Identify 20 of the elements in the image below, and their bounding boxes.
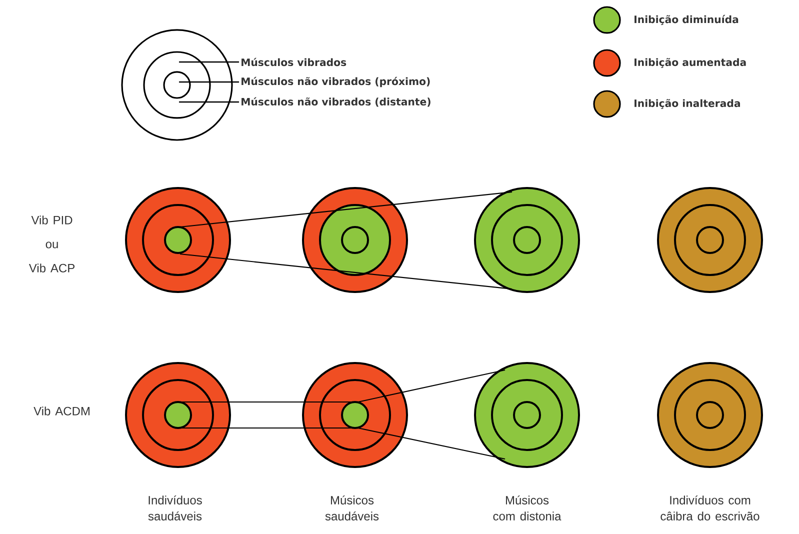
key-label: Músculos não vibrados (próximo) — [242, 76, 430, 88]
row-label: Vib ACDM — [34, 406, 90, 416]
key-ring — [121, 29, 233, 141]
key-ring — [163, 71, 191, 99]
row-label: Vib ACP — [28, 264, 74, 272]
legend-label: Inibição aumentada — [634, 58, 746, 68]
column-label: Músicos saudáveis — [325, 496, 379, 520]
leader-line — [179, 101, 239, 103]
row-label: ou — [46, 242, 58, 248]
column-label: Indivíduos saudáveis — [148, 496, 202, 520]
key-label: Músculos não vibrados (distante) — [242, 97, 430, 107]
column-label: Músicos com distonia — [493, 496, 562, 520]
column-label: Indivíduos com câibra do escrivão — [660, 496, 760, 520]
leader-line — [179, 61, 239, 63]
key-ring — [143, 51, 211, 119]
key-label: Músculos vibrados — [242, 58, 346, 66]
leader-line — [179, 81, 239, 83]
legend-label: Inibição inalterada — [634, 99, 740, 109]
legend-label: Inibição diminuída — [634, 14, 738, 26]
row-label: Vib PID — [31, 216, 72, 224]
